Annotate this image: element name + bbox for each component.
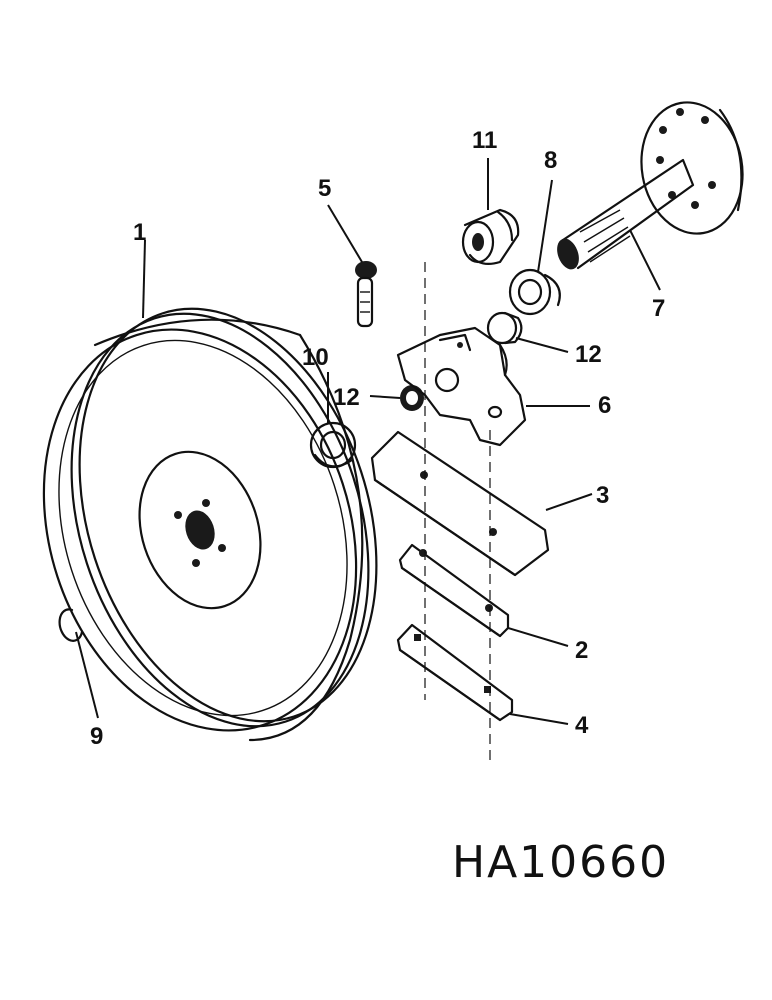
- callout-6: 6: [598, 392, 611, 419]
- callout-1: 1: [133, 219, 146, 246]
- spindle-hub-part: [557, 101, 744, 270]
- callout-12-upper: 12: [575, 341, 602, 368]
- callout-2: 2: [575, 637, 588, 664]
- drawing-code: HA10660: [452, 837, 669, 888]
- callout-9: 9: [90, 723, 103, 750]
- disc-wheel-part: [42, 307, 378, 742]
- long-plate-part: [370, 430, 550, 577]
- callout-7: 7: [652, 295, 665, 322]
- callout-12-lower: 12: [333, 384, 360, 411]
- bearing-small-part: [508, 268, 561, 316]
- center-lines: [424, 262, 491, 760]
- bolt-part: [355, 261, 377, 328]
- pivot-bracket-part: [396, 326, 527, 447]
- callout-11: 11: [472, 127, 497, 154]
- small-plate-part: [396, 623, 514, 722]
- callout-10: 10: [302, 344, 329, 371]
- bushing-lower-part: [400, 385, 424, 411]
- callout-labels: 1 5 11 8 7 10 12 12 6 3 2 4 9: [90, 127, 665, 750]
- callout-3: 3: [596, 482, 609, 509]
- callout-5: 5: [318, 175, 331, 202]
- callout-8: 8: [544, 147, 557, 174]
- bushing-part: [461, 208, 520, 265]
- leader-lines: [75, 158, 661, 725]
- bearing-part: [309, 421, 357, 469]
- bushing-upper-part: [486, 311, 523, 345]
- callout-4: 4: [575, 712, 589, 739]
